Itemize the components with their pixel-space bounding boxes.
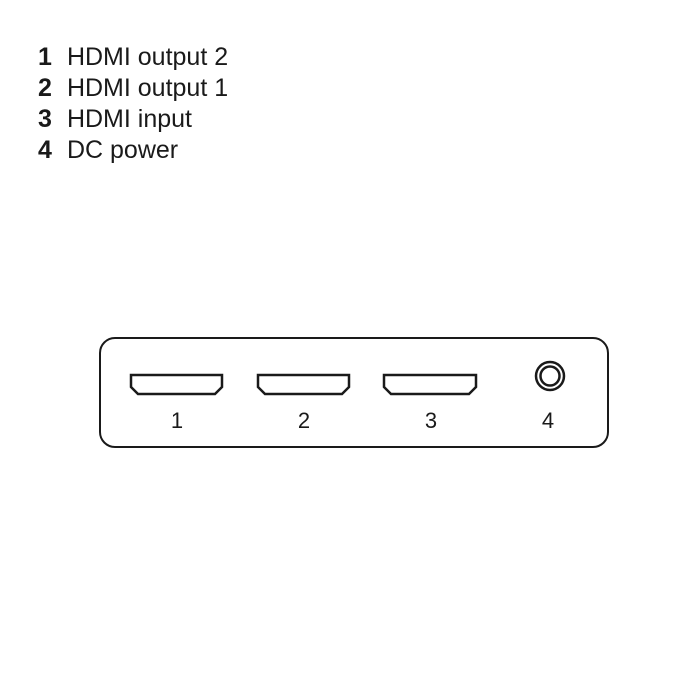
port-label-4: 4 [541, 408, 555, 433]
legend-label: DC power [66, 136, 179, 164]
port-label-2: 2 [297, 408, 311, 433]
legend-label: HDMI input [66, 105, 192, 133]
hdmi-port-icon [256, 373, 351, 396]
legend-item-3: 3 HDMI input [38, 104, 228, 135]
hdmi-port-icon [129, 373, 224, 396]
legend-item-1: 1 HDMI output 2 [38, 42, 228, 73]
legend-item-4: 4 DC power [38, 135, 228, 166]
legend-number: 1 [38, 43, 52, 71]
legend: 1 HDMI output 2 2 HDMI output 1 3 HDMI i… [38, 42, 228, 166]
device-panel [99, 337, 609, 448]
legend-label: HDMI output 1 [66, 74, 229, 102]
legend-item-2: 2 HDMI output 1 [38, 73, 228, 104]
legend-number: 4 [38, 136, 52, 164]
legend-number: 3 [38, 105, 52, 133]
hdmi-port-icon [382, 373, 478, 396]
dc-jack-inner-icon [539, 365, 561, 387]
legend-number: 2 [38, 74, 52, 102]
port-label-1: 1 [170, 408, 184, 433]
legend-label: HDMI output 2 [66, 43, 229, 71]
port-label-3: 3 [424, 408, 438, 433]
dc-jack-icon [534, 360, 566, 392]
